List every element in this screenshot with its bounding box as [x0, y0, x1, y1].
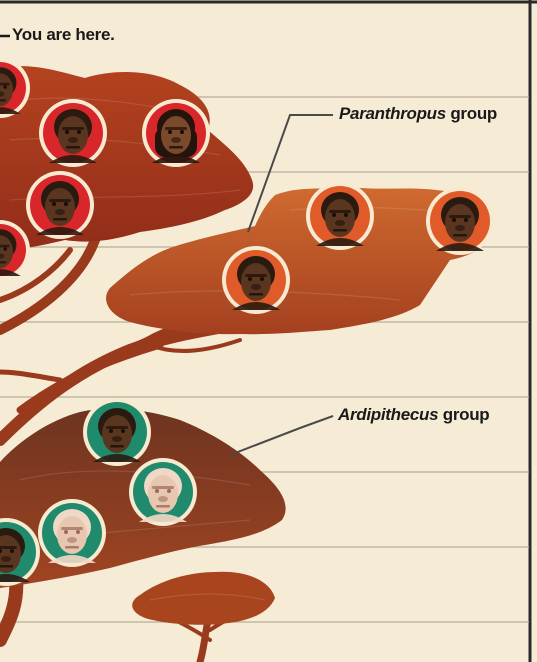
hominin-face-icon: [222, 246, 290, 314]
hominin-face-icon: [142, 99, 210, 167]
ardipithecus-leader-line: [230, 416, 333, 455]
hominin-face-icon: [426, 187, 494, 255]
hominin-face-icon: [129, 458, 197, 526]
ardipithecus-suffix: group: [438, 405, 489, 424]
hominin-face-icon: [39, 99, 107, 167]
paranthropus-name: Paranthropus: [339, 104, 446, 123]
hominin-face-icon: [83, 398, 151, 466]
hominin-face-icon: [306, 182, 374, 250]
ardipithecus-group-label: Ardipithecus group: [338, 405, 489, 425]
you-are-here-label: You are here.: [12, 25, 115, 45]
paranthropus-group-label: Paranthropus group: [339, 104, 497, 124]
hominin-face-icon: [26, 171, 94, 239]
ardipithecus-name: Ardipithecus: [338, 405, 438, 424]
hominin-face-icon: [38, 499, 106, 567]
paranthropus-suffix: group: [446, 104, 497, 123]
